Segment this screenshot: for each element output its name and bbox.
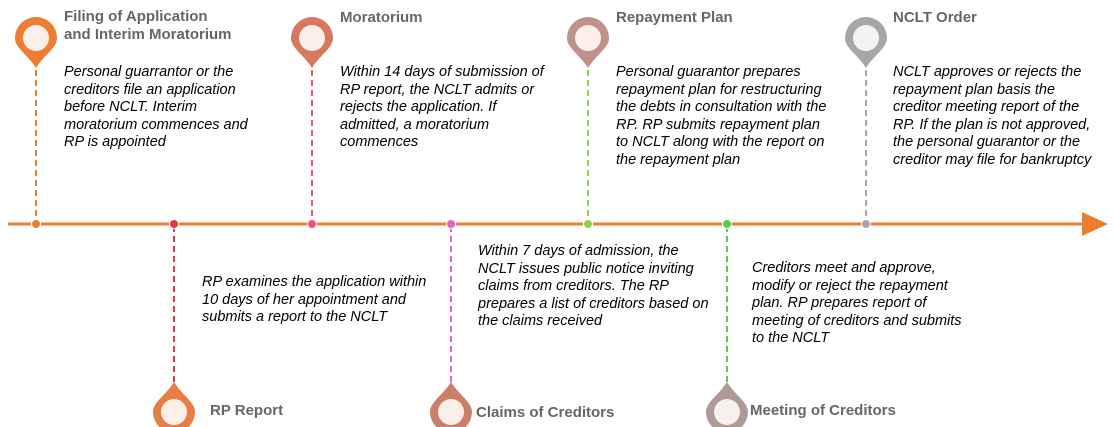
location-pin-icon	[430, 382, 472, 427]
stage-title-meeting: Meeting of Creditors	[750, 402, 896, 419]
stage-title-claims: Claims of Creditors	[476, 404, 615, 421]
axis-dot-filing	[31, 219, 41, 229]
location-pin-icon	[291, 17, 333, 68]
stage-title-filing: Filing of Application and Interim Morato…	[64, 8, 232, 43]
stage-description-meeting: Creditors meet and approve, modify or re…	[752, 260, 962, 346]
stage-description-claims: Within 7 days of admission, the NCLT iss…	[478, 243, 709, 329]
location-pin-icon	[845, 17, 887, 68]
timeline-arrowhead	[1082, 212, 1108, 236]
axis-dot-moratorium	[307, 219, 317, 229]
axis-dot-repayment	[583, 219, 593, 229]
axis-dot-nclt	[861, 219, 871, 229]
location-pin-icon	[567, 17, 609, 68]
stage-description-moratorium: Within 14 days of submission of RP repor…	[340, 64, 544, 150]
location-pin-icon	[706, 382, 748, 427]
stage-description-repayment-plan: Personal guarantor prepares repayment pl…	[616, 64, 827, 168]
stage-title-rp-report: RP Report	[210, 402, 284, 419]
stage-description-filing: Personal guarrantor or the creditors fil…	[64, 64, 248, 150]
axis-dot-rp-report	[169, 219, 179, 229]
stage-description-nclt-order: NCLT approves or rejects the repayment p…	[893, 64, 1092, 168]
axis-dot-claims	[446, 219, 456, 229]
stage-title-moratorium: Moratorium	[340, 9, 423, 26]
stage-description-rp-report: RP examines the application within 10 da…	[202, 274, 427, 325]
location-pin-icon	[15, 17, 57, 68]
axis-dot-meeting	[722, 219, 732, 229]
stage-title-repayment-plan: Repayment Plan	[616, 9, 733, 26]
location-pin-icon	[153, 382, 195, 427]
stage-title-nclt-order: NCLT Order	[893, 9, 977, 26]
